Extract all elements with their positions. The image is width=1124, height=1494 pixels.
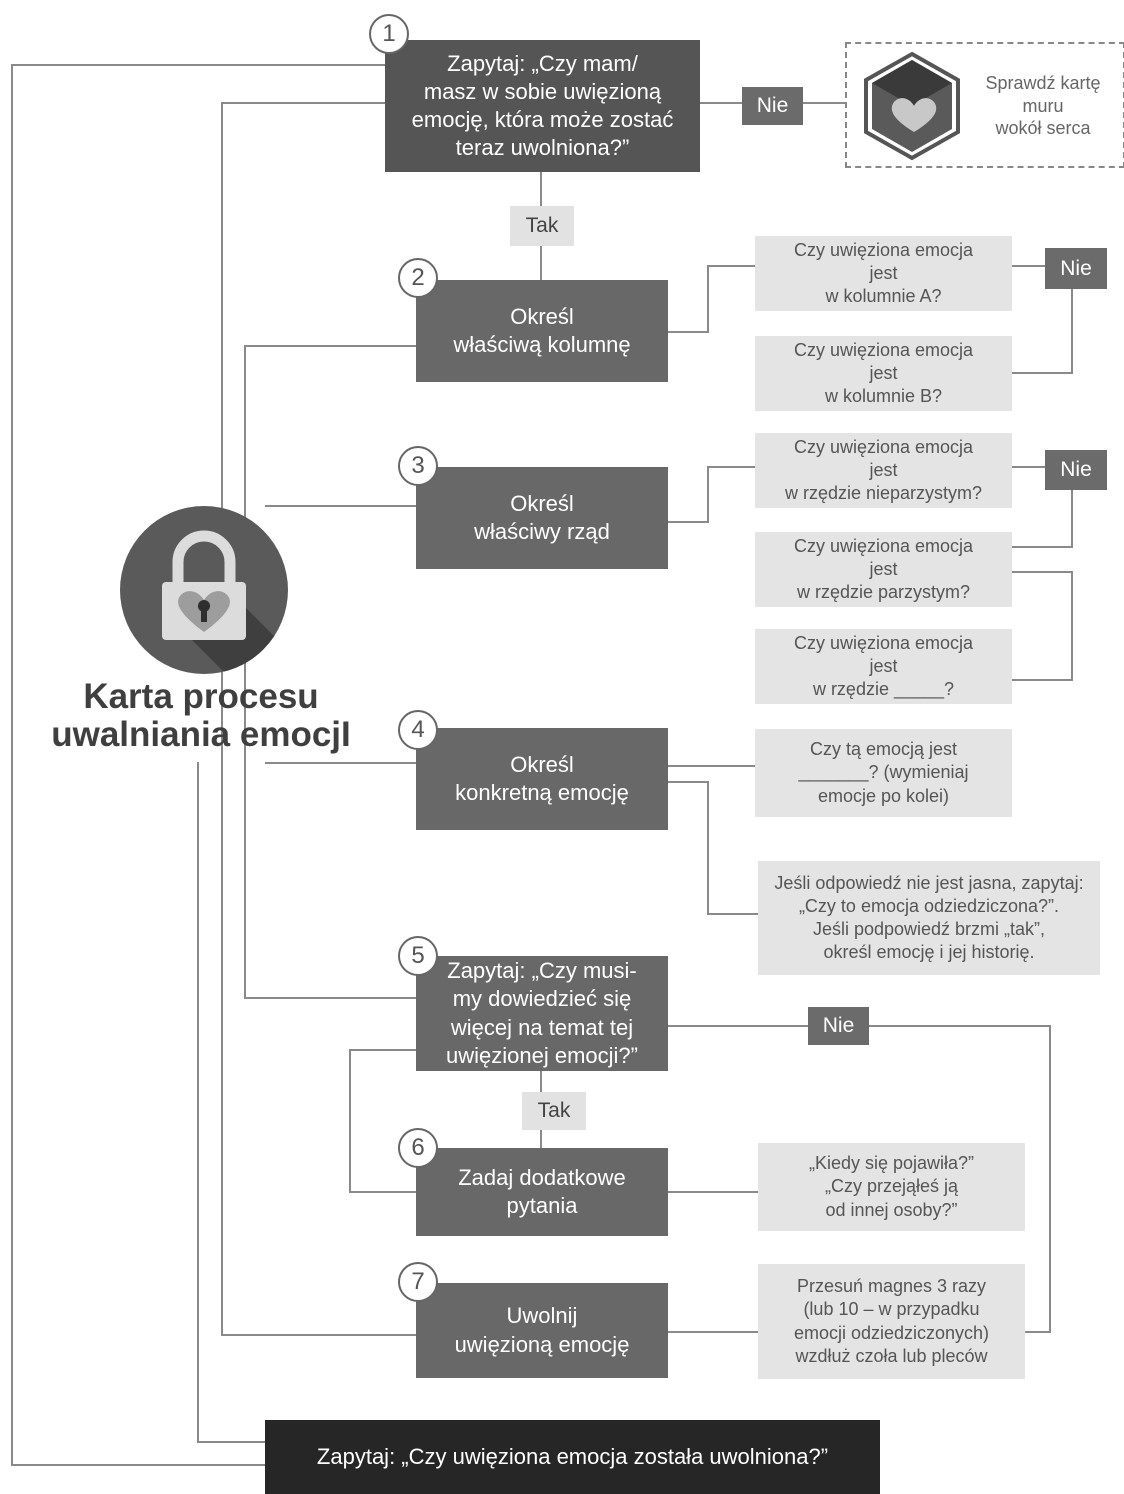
question-row-specific: Czy uwięziona emocja jest w rzędzie ____… — [755, 629, 1012, 704]
step-4-number: 4 — [398, 710, 438, 750]
step-6-box: Zadaj dodatkowe pytania — [416, 1148, 668, 1236]
no-badge-column: Nie — [1045, 248, 1107, 289]
no-badge-step-5: Nie — [808, 1007, 869, 1045]
step-6-number: 6 — [398, 1128, 438, 1168]
step-3-number: 3 — [398, 446, 438, 486]
no-badge-step-1: Nie — [742, 87, 803, 125]
final-question-box: Zapytaj: „Czy uwięziona emocja została u… — [265, 1420, 880, 1494]
step-1-box: Zapytaj: „Czy mam/ masz w sobie uwięzion… — [385, 40, 700, 172]
wall-card-hint: Sprawdź kartę muru wokół serca — [985, 73, 1101, 138]
question-additional: „Kiedy się pojawiła?” „Czy przejąłeś ją … — [758, 1143, 1025, 1231]
question-row-even: Czy uwięziona emocja jest w rzędzie parz… — [755, 532, 1012, 607]
step-2-box: Określ właściwą kolumnę — [416, 280, 668, 382]
question-row-odd: Czy uwięziona emocja jest w rzędzie niep… — [755, 433, 1012, 508]
yes-badge-step-1: Tak — [510, 206, 574, 246]
step-1-number: 1 — [369, 14, 409, 54]
yes-badge-step-5: Tak — [522, 1092, 586, 1130]
step-7-box: Uwolnij uwięzioną emocję — [416, 1283, 668, 1378]
padlock-heart-icon — [120, 506, 288, 674]
chart-title: Karta procesu uwalniania emocjI — [51, 677, 351, 754]
release-instruction: Przesuń magnes 3 razy (lub 10 – w przypa… — [758, 1264, 1025, 1379]
step-4-box: Określ konkretną emocję — [416, 728, 668, 830]
no-badge-row: Nie — [1045, 450, 1107, 490]
step-2-number: 2 — [398, 258, 438, 298]
question-column-b: Czy uwięziona emocja jest w kolumnie B? — [755, 336, 1012, 411]
step-3-box: Określ właściwy rząd — [416, 467, 668, 569]
question-inherited: Jeśli odpowiedź nie jest jasna, zapytaj:… — [758, 861, 1100, 975]
heart-wall-icon — [864, 51, 960, 161]
question-emotion: Czy tą emocją jest _______? (wymieniaj e… — [755, 729, 1012, 817]
question-column-a: Czy uwięziona emocja jest w kolumnie A? — [755, 236, 1012, 311]
step-5-number: 5 — [398, 936, 438, 976]
step-7-number: 7 — [398, 1262, 438, 1302]
step-5-box: Zapytaj: „Czy musi- my dowiedzieć się wi… — [416, 956, 668, 1071]
